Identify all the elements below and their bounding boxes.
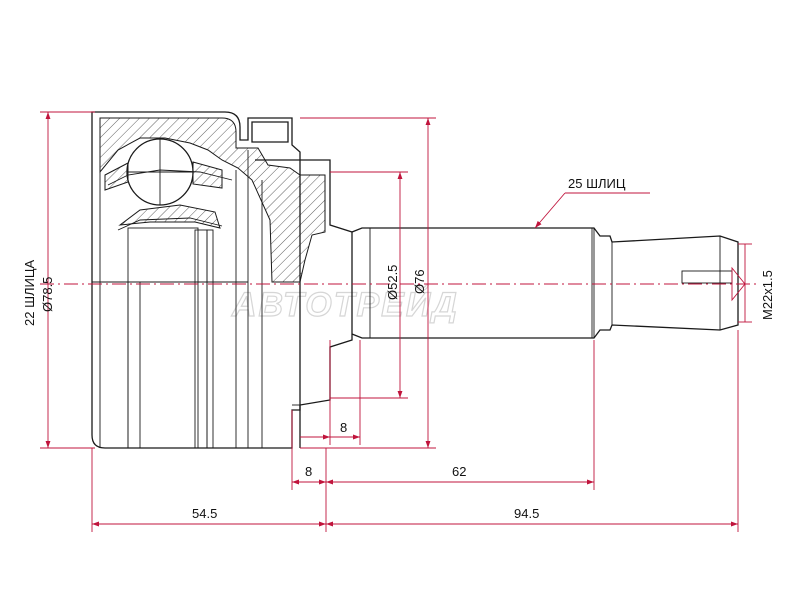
label-splines-inner: 22 ШЛИЦА <box>22 260 37 326</box>
dimensions <box>40 111 752 532</box>
label-outer-diameter: Ø78.5 <box>40 277 55 312</box>
label-splines-shaft: 25 ШЛИЦ <box>568 176 626 191</box>
label-body-diameter: Ø76 <box>412 269 427 294</box>
label-shaft-length: 94.5 <box>514 506 539 521</box>
watermark-text: АВТОТРЕЙД <box>231 285 459 324</box>
label-body-length: 54.5 <box>192 506 217 521</box>
label-shaft-to-thread: 62 <box>452 464 466 479</box>
joint-housing <box>91 111 353 449</box>
label-thread: M22x1.5 <box>760 270 775 320</box>
splined-shaft <box>351 227 739 339</box>
label-flange-width: 8 <box>305 464 312 479</box>
label-seat-width: 8 <box>340 420 347 435</box>
label-seat-diameter: Ø52.5 <box>385 265 400 300</box>
